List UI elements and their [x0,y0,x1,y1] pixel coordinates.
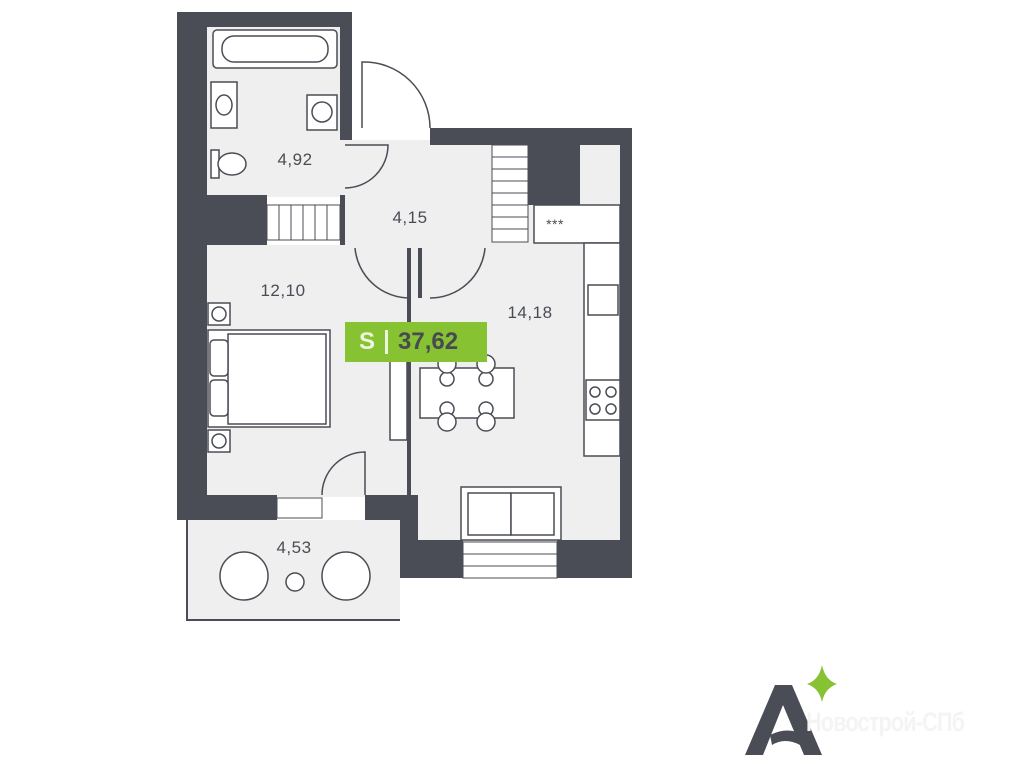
bedroom-furniture [207,302,408,453]
wardrobe-icon [389,354,408,441]
area-prefix: S [359,328,376,355]
doors [321,61,486,496]
logo-star-icon [807,665,837,702]
kitchen-furniture [419,204,621,541]
bathroom-fixtures [210,29,338,179]
room-area-bathroom: 4,92 [277,150,313,169]
total-area-value: 37,62 [398,328,459,355]
total-area-badge: S 37,62 [345,322,487,362]
walls [177,12,632,578]
watermark: Новострой-СПб [806,707,965,737]
armchair-icon [219,551,269,601]
hood-cabinet [533,204,621,244]
kitchen-sink-icon [587,284,619,316]
balcony-outline [186,520,400,621]
coffee-table-icon [285,572,305,592]
armchair-icon [321,551,371,601]
hood-label: *** [546,216,564,232]
room-area-balcony: 4,53 [276,538,312,557]
hatch-lines [278,156,557,567]
dining-table-icon [419,367,515,419]
counter-icon [583,242,621,457]
room-area-kitchen: 14,18 [507,303,553,322]
badge-separator [385,330,389,354]
stove-icon [585,379,621,421]
room-area-hall: 4,15 [392,208,428,227]
balcony-furniture [219,551,371,601]
room-area-bedroom: 12,10 [260,281,306,300]
logo [745,665,837,755]
